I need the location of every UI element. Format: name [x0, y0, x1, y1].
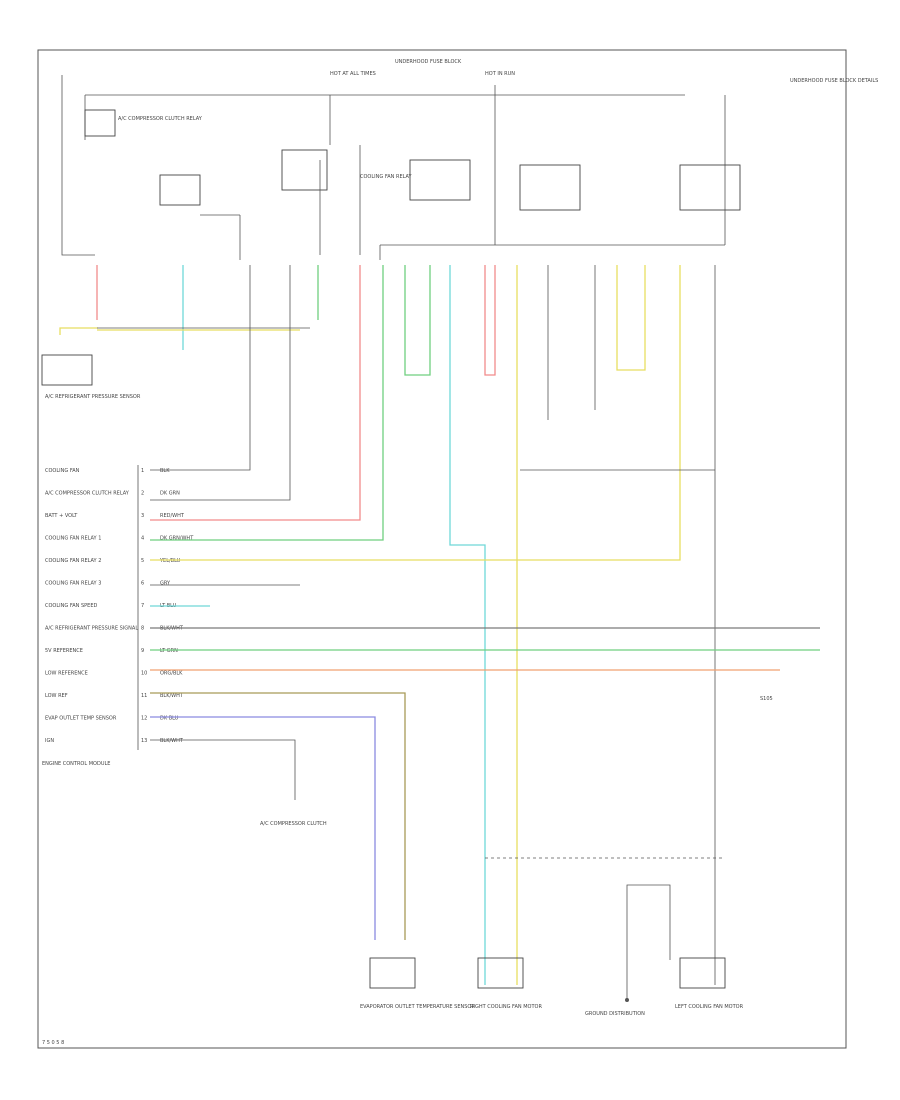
wire-gray-fan	[150, 265, 251, 471]
ecm-pin-number: 11	[141, 693, 147, 699]
ecm-label: ENGINE CONTROL MODULE	[42, 761, 110, 767]
wire-red-loop	[484, 265, 496, 376]
ecm-pin-wire: RED/WHT	[160, 513, 185, 519]
ecm-pin-row: EVAP OUTLET TEMP SENSOR 12 DK BLU	[45, 716, 179, 722]
ecm-pin-number: 3	[141, 513, 144, 519]
relay-box-5	[519, 164, 581, 211]
page-frame	[37, 49, 847, 1049]
ecm-pin-wire: GRY	[160, 581, 171, 587]
ecm-pin-wire: BLK/WHT	[160, 693, 184, 699]
ground-symbol	[625, 998, 629, 1002]
ecm-pin-wire: YEL/BLU	[159, 558, 181, 564]
ecm-pin-row: COOLING FAN RELAY 2 5 YEL/BLU	[45, 558, 181, 564]
ecm-pin-number: 2	[141, 491, 144, 497]
bottom-label-ground: GROUND DISTRIBUTION	[585, 1011, 645, 1017]
wire-red-batt	[150, 265, 361, 521]
wire-green-relay1	[150, 265, 384, 541]
footer-code: 7 5 0 5 8	[42, 1040, 64, 1046]
ecm-pin-row: 5V REFERENCE 9 LT GRN	[45, 648, 178, 654]
ecm-pin-label: LOW REFERENCE	[45, 671, 88, 677]
ecm-pin-label: 5V REFERENCE	[45, 648, 83, 654]
ecm-pin-row: IGN 13 BLK/WHT	[45, 738, 184, 744]
ecm-pin-label: IGN	[45, 738, 54, 744]
ecm-pin-wire: ORG/BLK	[160, 671, 183, 677]
fuse-a-label: HOT AT ALL TIMES	[330, 71, 376, 77]
ecm-pin-row: LOW REFERENCE 10 ORG/BLK	[45, 671, 183, 677]
ecm-pin-label: A/C COMPRESSOR CLUTCH RELAY	[45, 491, 130, 497]
relay-box-6	[679, 164, 741, 211]
evap-sensor-box	[369, 957, 416, 989]
relay-group: A/C COMPRESSOR CLUTCH RELAY COOLING FAN …	[84, 109, 741, 260]
relay-box-3	[281, 149, 328, 191]
right-note-label: UNDERHOOD FUSE BLOCK DETAILS	[790, 78, 878, 84]
ecm-pin-label: COOLING FAN	[45, 468, 80, 474]
wire-green-loop	[404, 265, 431, 376]
relay-cooling-label: COOLING FAN RELAY	[360, 174, 413, 180]
ground-wire	[626, 884, 671, 1000]
ecm-pin-wire: BLK/WHT	[160, 738, 184, 744]
bottom-components: EVAPORATOR OUTLET TEMPERATURE SENSOR RIG…	[260, 821, 744, 1017]
ecm-pin-label: COOLING FAN RELAY 3	[45, 581, 101, 587]
fuse-b-label: HOT IN RUN	[485, 71, 515, 77]
ecm-pin-number: 10	[141, 671, 147, 677]
ecm-pin-label: COOLING FAN RELAY 2	[45, 558, 101, 564]
wire-cyan-mid	[449, 265, 486, 985]
ecm-pin-label: COOLING FAN SPEED	[45, 603, 98, 609]
ecm-pin-number: 9	[141, 648, 144, 654]
ecm-pin-label: COOLING FAN RELAY 1	[45, 536, 101, 542]
ecm-pin-wire: LT GRN	[160, 648, 178, 654]
ecm-pin-number: 4	[141, 536, 144, 542]
wire-gray-comp	[150, 265, 291, 501]
ecm-pin-row: LOW REF 11 BLK/WHT	[45, 693, 184, 699]
relay-box-2	[159, 174, 201, 206]
ecm-pin-label: EVAP OUTLET TEMP SENSOR	[45, 716, 117, 722]
ecm-pin-number: 7	[141, 603, 144, 609]
wire-blue-evap	[150, 716, 376, 940]
left-bus	[61, 75, 95, 256]
ecm-pin-wire: DK GRN/WHT	[160, 536, 194, 542]
relay-main-label: A/C COMPRESSOR CLUTCH RELAY	[118, 116, 203, 122]
bottom-label-right: LEFT COOLING FAN MOTOR	[675, 1004, 744, 1010]
ecm-pin-row: COOLING FAN RELAY 3 6 GRY	[45, 581, 171, 587]
fuse-block-label: UNDERHOOD FUSE BLOCK	[395, 59, 462, 65]
wire-yellow-relay2	[150, 265, 681, 561]
ecm-pin-number: 12	[141, 716, 147, 722]
vertical-wires	[59, 265, 716, 985]
left-fan-box	[679, 957, 726, 989]
ecm-pin-row: A/C COMPRESSOR CLUTCH RELAY 2 DK GRN	[45, 491, 180, 497]
ecm-pin-number: 8	[141, 626, 144, 632]
wire-yellow-top	[59, 327, 98, 335]
bottom-label-mid: RIGHT COOLING FAN MOTOR	[470, 1004, 542, 1010]
ecm-pin-number: 13	[141, 738, 147, 744]
horizontal-wires: S105	[150, 584, 820, 940]
ecm-pin-row: BATT + VOLT 3 RED/WHT	[45, 513, 185, 519]
ecm-pin-wire: DK GRN	[160, 491, 180, 497]
ecm-pin-wire: DK BLU	[160, 716, 179, 722]
top-fuse-block: UNDERHOOD FUSE BLOCK HOT AT ALL TIMES HO…	[61, 59, 878, 256]
ecm-pin-label: A/C REFRIGERANT PRESSURE SIGNAL	[45, 626, 138, 632]
ecm-pin-number: 1	[141, 468, 144, 474]
ecm-pin-row: COOLING FAN 1 BLK	[45, 468, 170, 474]
relay-box-4	[409, 159, 471, 201]
ecm-block: A/C REFRIGERANT PRESSURE SENSOR ENGINE C…	[41, 354, 194, 767]
wire-olive-lowref	[150, 692, 406, 940]
ecm-pin-number: 5	[141, 558, 144, 564]
wire-gray-ign	[150, 739, 296, 800]
ecm-pin-label: BATT + VOLT	[45, 513, 78, 519]
bottom-label-left: EVAPORATOR OUTLET TEMPERATURE SENSOR	[360, 1004, 475, 1010]
right-fan-box	[477, 957, 524, 989]
splice-label: S105	[760, 696, 773, 702]
ecm-pin-row: COOLING FAN RELAY 1 4 DK GRN/WHT	[45, 536, 194, 542]
ecm-pin-wire: BLK	[160, 468, 170, 474]
ecm-pin-label: LOW REF	[45, 693, 68, 699]
relay-box-1	[84, 109, 116, 137]
left-switch-box	[41, 354, 93, 386]
compressor-label: A/C COMPRESSOR CLUTCH	[260, 821, 327, 827]
ecm-pin-number: 6	[141, 581, 144, 587]
pressure-sensor-label: A/C REFRIGERANT PRESSURE SENSOR	[45, 394, 141, 400]
wire-yellow-loop	[616, 265, 646, 371]
